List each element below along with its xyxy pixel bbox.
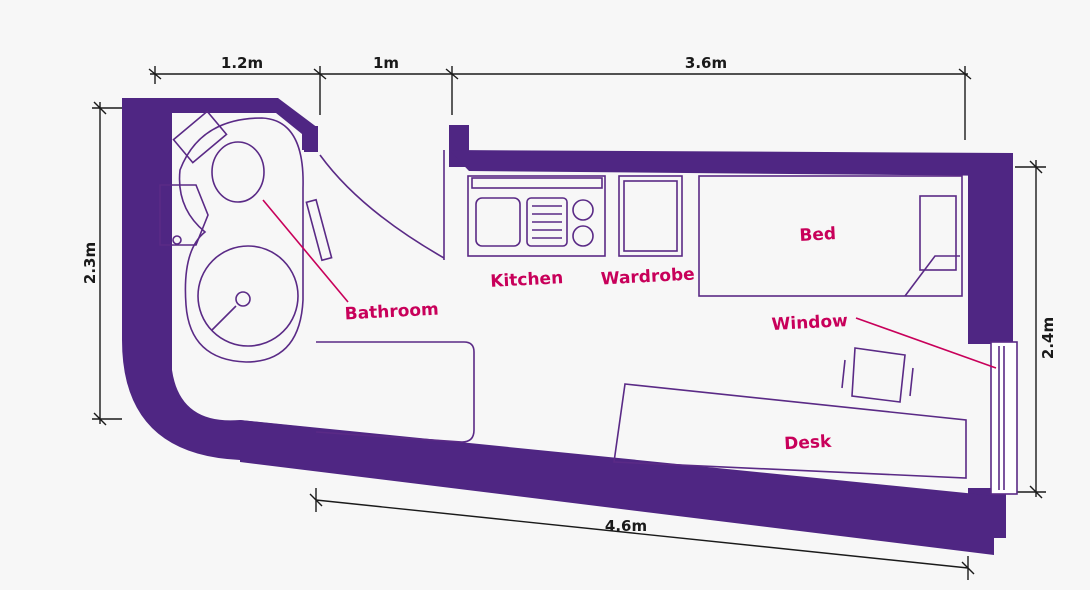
desk (613, 383, 967, 479)
kitchen-counter (467, 175, 606, 257)
dimension-lines (92, 66, 1046, 580)
dimension-label-top-right: 3.6m (685, 54, 727, 72)
bathroom-leader-line (262, 199, 349, 303)
dimension-label-left: 2.3m (81, 242, 99, 284)
dimension-label-top-left: 1.2m (221, 54, 263, 72)
dimension-label-top-middle: 1m (373, 54, 399, 72)
bathroom-fixtures (159, 110, 445, 363)
chair (841, 347, 914, 403)
wardrobe (618, 175, 683, 257)
shelf (315, 341, 475, 443)
window (990, 341, 1018, 495)
bed (698, 175, 963, 297)
dimension-label-bottom: 4.6m (605, 517, 647, 535)
room-label-window: Window (771, 311, 848, 335)
dimension-label-right: 2.4m (1039, 317, 1057, 359)
room-label-kitchen: Kitchen (490, 268, 564, 292)
room-label-wardrobe: Wardrobe (600, 265, 695, 290)
room-label-desk: Desk (784, 432, 833, 454)
room-label-bathroom: Bathroom (344, 300, 439, 325)
room-label-bed: Bed (799, 224, 837, 246)
window-leader-line (855, 317, 997, 369)
